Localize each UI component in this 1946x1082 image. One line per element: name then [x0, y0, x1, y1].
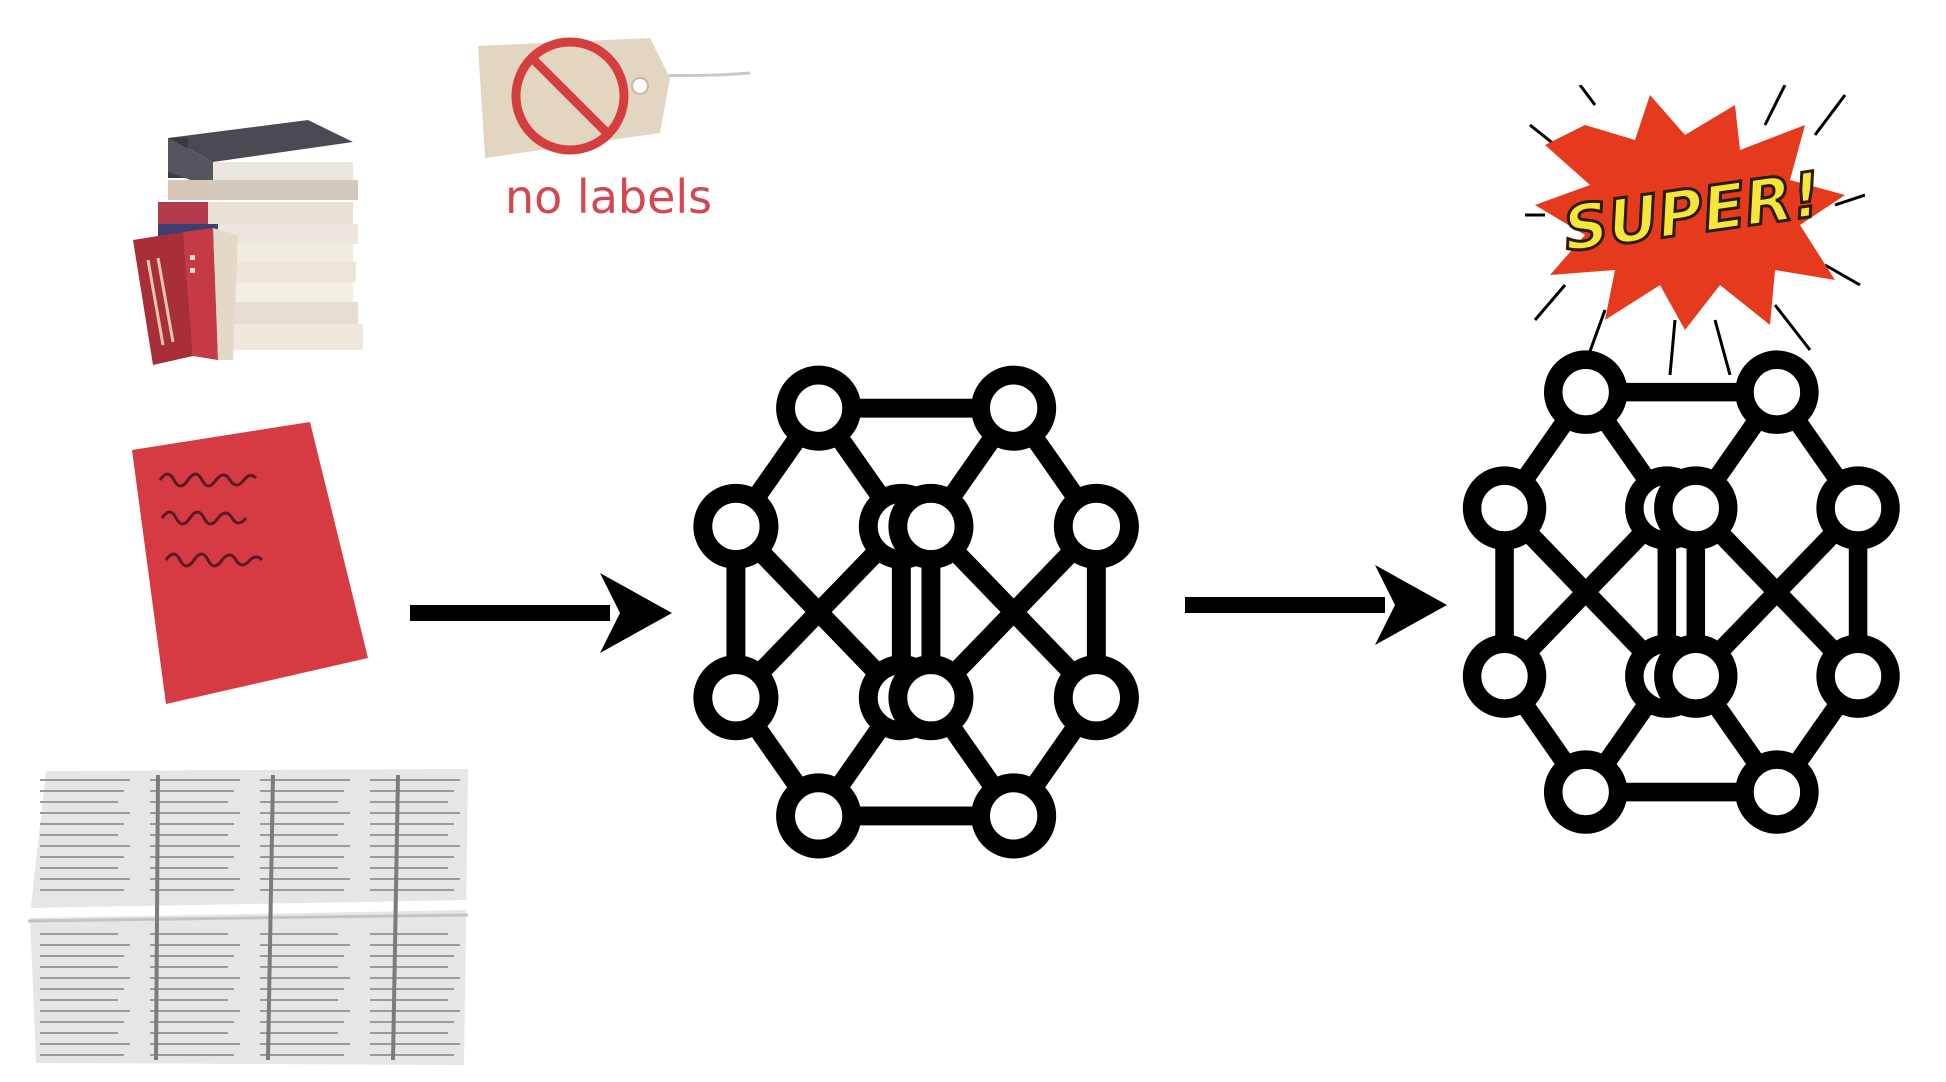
stack-of-books-icon	[133, 120, 363, 365]
handwritten-red-page-icon	[132, 422, 368, 704]
comic-burst-icon: SUPER!	[1525, 85, 1865, 375]
crossed-out-price-tag-icon	[478, 37, 751, 158]
no-labels-caption: no labels	[505, 170, 713, 224]
crumpled-newspaper-icon	[28, 769, 469, 1065]
neural-network-icon	[693, 365, 1139, 859]
right-arrow-icon	[410, 573, 672, 653]
neural-network-icon	[1462, 350, 1900, 834]
right-arrow-icon	[1185, 565, 1447, 645]
